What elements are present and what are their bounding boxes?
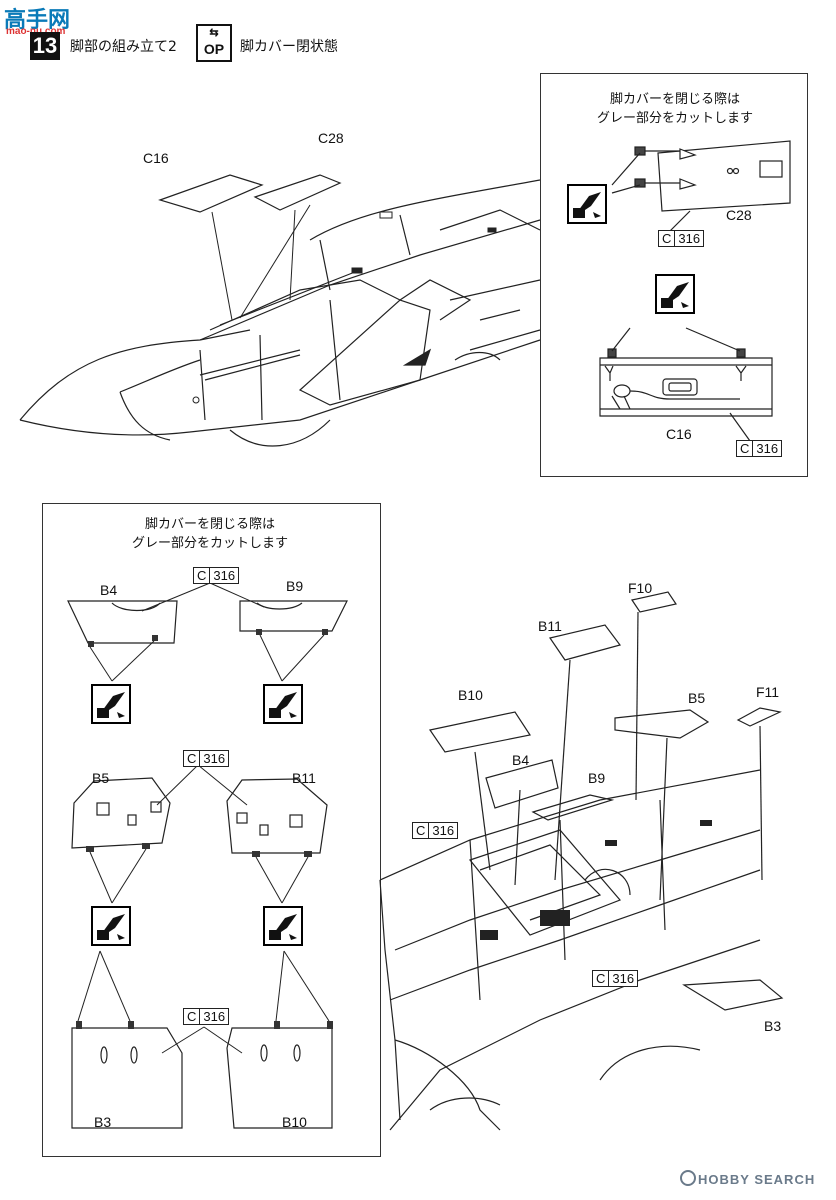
footer-brand-text: HOBBY SEARCH: [698, 1172, 816, 1187]
label-c28-detail: C28: [726, 207, 752, 223]
scissors-cut-icon: [97, 692, 125, 718]
note-line-2: グレー部分をカットします: [596, 111, 753, 126]
label-b10-panel: B10: [282, 1114, 307, 1130]
scissors-cut-icon: [97, 914, 125, 940]
label-b3-main: B3: [764, 1018, 782, 1034]
paint-number: 316: [203, 751, 226, 766]
cut-icon-c28: [567, 184, 607, 224]
scissors-cut-icon: [269, 692, 297, 718]
label-f10: F10: [628, 580, 653, 596]
paint-letter: C: [197, 568, 211, 583]
label-b4: B4: [100, 582, 118, 598]
paint-number: 316: [203, 1009, 226, 1024]
paint-number: 316: [678, 231, 701, 246]
note-line-1: 脚カバーを閉じる際は: [609, 92, 740, 107]
c28-part-drawing: [599, 140, 791, 442]
note-line-1: 脚カバーを閉じる際は: [144, 517, 275, 532]
op-badge-label: OP: [203, 41, 225, 57]
step-subtitle: 脚カバー閉状態: [240, 39, 338, 55]
label-f11: F11: [756, 684, 780, 700]
paint-number: 316: [213, 568, 236, 583]
step-title: 脚部の組み立て2: [70, 39, 177, 55]
scissors-cut-icon: [661, 282, 689, 308]
footer-brand: HOBBY SEARCH: [680, 1170, 815, 1187]
paint-letter: C: [740, 441, 754, 456]
op-badge: ⇆ OP: [196, 24, 232, 62]
label-b11: B11: [292, 770, 316, 786]
label-b10-main: B10: [458, 687, 483, 703]
watermark-logo: 高手网: [4, 7, 71, 32]
paint-number: 316: [756, 441, 779, 456]
cut-icon-c16: [655, 274, 695, 314]
paint-letter: C: [187, 751, 201, 766]
label-b9: B9: [286, 578, 304, 594]
note-cut-gray-top: 脚カバーを閉じる際は グレー部分をカットします: [570, 90, 780, 128]
label-b11-main: B11: [538, 618, 562, 634]
paint-letter: C: [596, 971, 610, 986]
cut-icon-b11: [263, 906, 303, 946]
paint-number: 316: [432, 823, 455, 838]
label-b3-panel: B3: [94, 1114, 112, 1130]
watermark-url: mao-nu.com: [6, 26, 65, 37]
b-parts-drawing: [67, 582, 348, 1129]
cut-icon-b9: [263, 684, 303, 724]
note-cut-gray-bottom: 脚カバーを閉じる際は グレー部分をカットします: [100, 515, 320, 553]
scissors-cut-icon: [269, 914, 297, 940]
cut-icon-b4: [91, 684, 131, 724]
cut-icon-b5: [91, 906, 131, 946]
paint-letter: C: [662, 231, 676, 246]
paint-number: 316: [612, 971, 635, 986]
label-c16-detail: C16: [666, 426, 692, 442]
paint-letter: C: [187, 1009, 201, 1024]
paint-letter: C: [416, 823, 430, 838]
scissors-cut-icon: [573, 192, 601, 218]
label-c16-top: C16: [143, 150, 169, 166]
hobby-search-logo-icon: [680, 1170, 696, 1186]
label-b9-main: B9: [588, 770, 606, 786]
label-b5-main: B5: [688, 690, 706, 706]
step-number-badge: 13: [30, 32, 60, 60]
note-line-2: グレー部分をカットします: [131, 536, 288, 551]
op-arrow-icon: ⇆: [209, 27, 219, 39]
label-b4-main: B4: [512, 752, 530, 768]
label-b5: B5: [92, 770, 110, 786]
label-c28-top: C28: [318, 130, 344, 146]
